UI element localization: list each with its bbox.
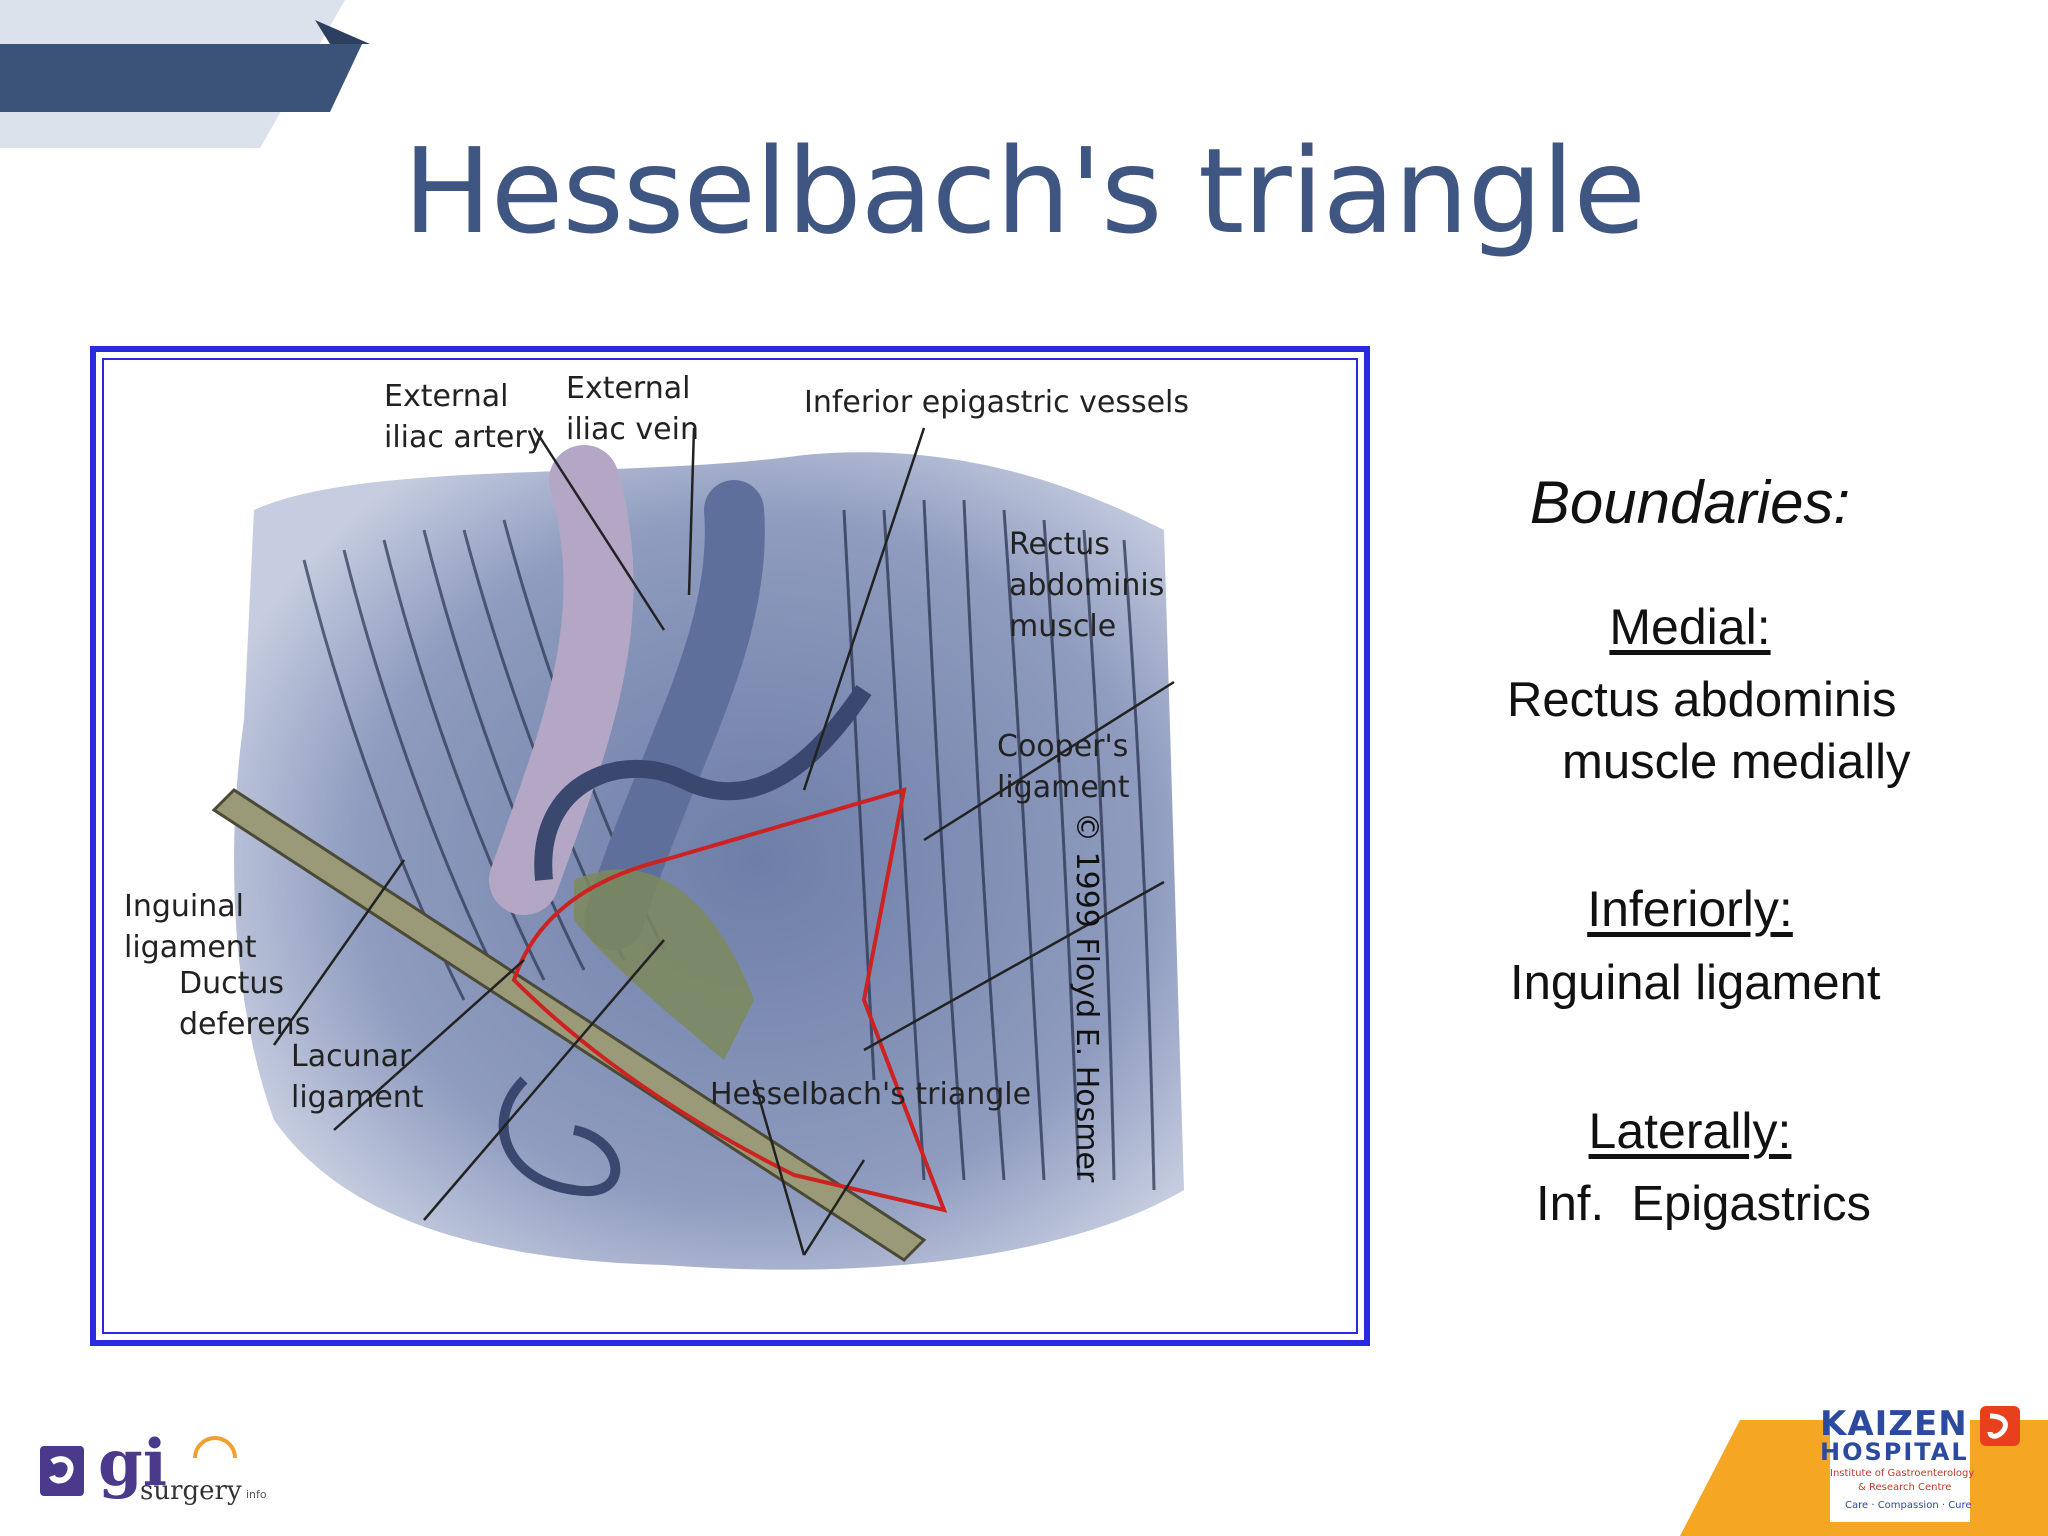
kaizen-hospital-logo: KAIZEN HOSPITAL Institute of Gastroenter… [1680, 1384, 2048, 1536]
anatomy-illustration [211, 427, 1184, 1270]
slide-title: Hesselbach's triangle [403, 122, 1646, 260]
gi-surgery-mark-icon [40, 1446, 84, 1496]
kaizen-tagline: Care · Compassion · Cure [1845, 1500, 1972, 1511]
figure-copyright: © 1999 Floyd E. Hosmer [1069, 812, 1104, 1183]
femoral-vessels [498, 1076, 621, 1197]
inferiorly-heading: Inferiorly: [1587, 881, 1793, 937]
gi-surgery-mark: gi [98, 1426, 168, 1501]
kaizen-banner-shape [1680, 1402, 2048, 1536]
kaizen-hospital: HOSPITAL [1820, 1438, 1969, 1466]
medial-heading: Medial: [1609, 599, 1771, 655]
kaizen-institute-line1: Institute of Gastroenterology [1830, 1468, 1975, 1479]
sun-arc-icon [193, 1436, 237, 1459]
kaizen-emblem-icon [1980, 1406, 2020, 1446]
label-external-iliac-artery: External iliac artery [384, 379, 545, 455]
kaizen-institute-line2: & Research Centre [1858, 1482, 1952, 1493]
gi-surgery-logo: gi surgery info [40, 1426, 280, 1512]
label-rectus-abdominis-muscle: Rectus abdominis muscle [1009, 527, 1165, 644]
rectus-fibers [842, 499, 1156, 1191]
label-inguinal-ligament: Inguinal ligament [124, 889, 257, 965]
leader-lines [272, 427, 1175, 1256]
external-iliac-vein [584, 480, 765, 950]
anatomy-figure: External iliac artery External iliac vei… [90, 346, 1370, 1346]
laterally-text: Inf. Epigastrics [1536, 1177, 1871, 1231]
coopers-ligament-region [574, 869, 754, 1060]
medial-text-line2: muscle medially [1562, 735, 1911, 789]
gi-surgery-word: surgery [140, 1476, 242, 1506]
label-hesselbachs-triangle: Hesselbach's triangle [710, 1077, 1032, 1112]
header-banner [0, 0, 370, 148]
hesselbach-triangle-outline [511, 787, 948, 1213]
tissue-background [234, 452, 1184, 1270]
figure-frame: External iliac artery External iliac vei… [102, 358, 1358, 1334]
label-external-iliac-vein: External iliac vein [566, 371, 699, 447]
inferiorly-text: Inguinal ligament [1510, 956, 1881, 1010]
inguinal-ligament-band [211, 788, 927, 1262]
kaizen-name: KAIZEN [1820, 1404, 1968, 1444]
laterally-heading: Laterally: [1588, 1103, 1792, 1159]
boundaries-heading: Boundaries: [1529, 469, 1851, 536]
label-ductus-deferens: Ductus deferens [179, 966, 311, 1042]
gi-surgery-suffix: info [246, 1488, 267, 1501]
label-inferior-epigastric-vessels: Inferior epigastric vessels [804, 385, 1190, 420]
label-coopers-ligament: Cooper's ligament [997, 729, 1130, 805]
epigastric-vessel-loop [534, 685, 872, 881]
label-lacunar-ligament: Lacunar ligament [291, 1039, 424, 1115]
medial-text-line1: Rectus abdominis [1507, 673, 1897, 727]
